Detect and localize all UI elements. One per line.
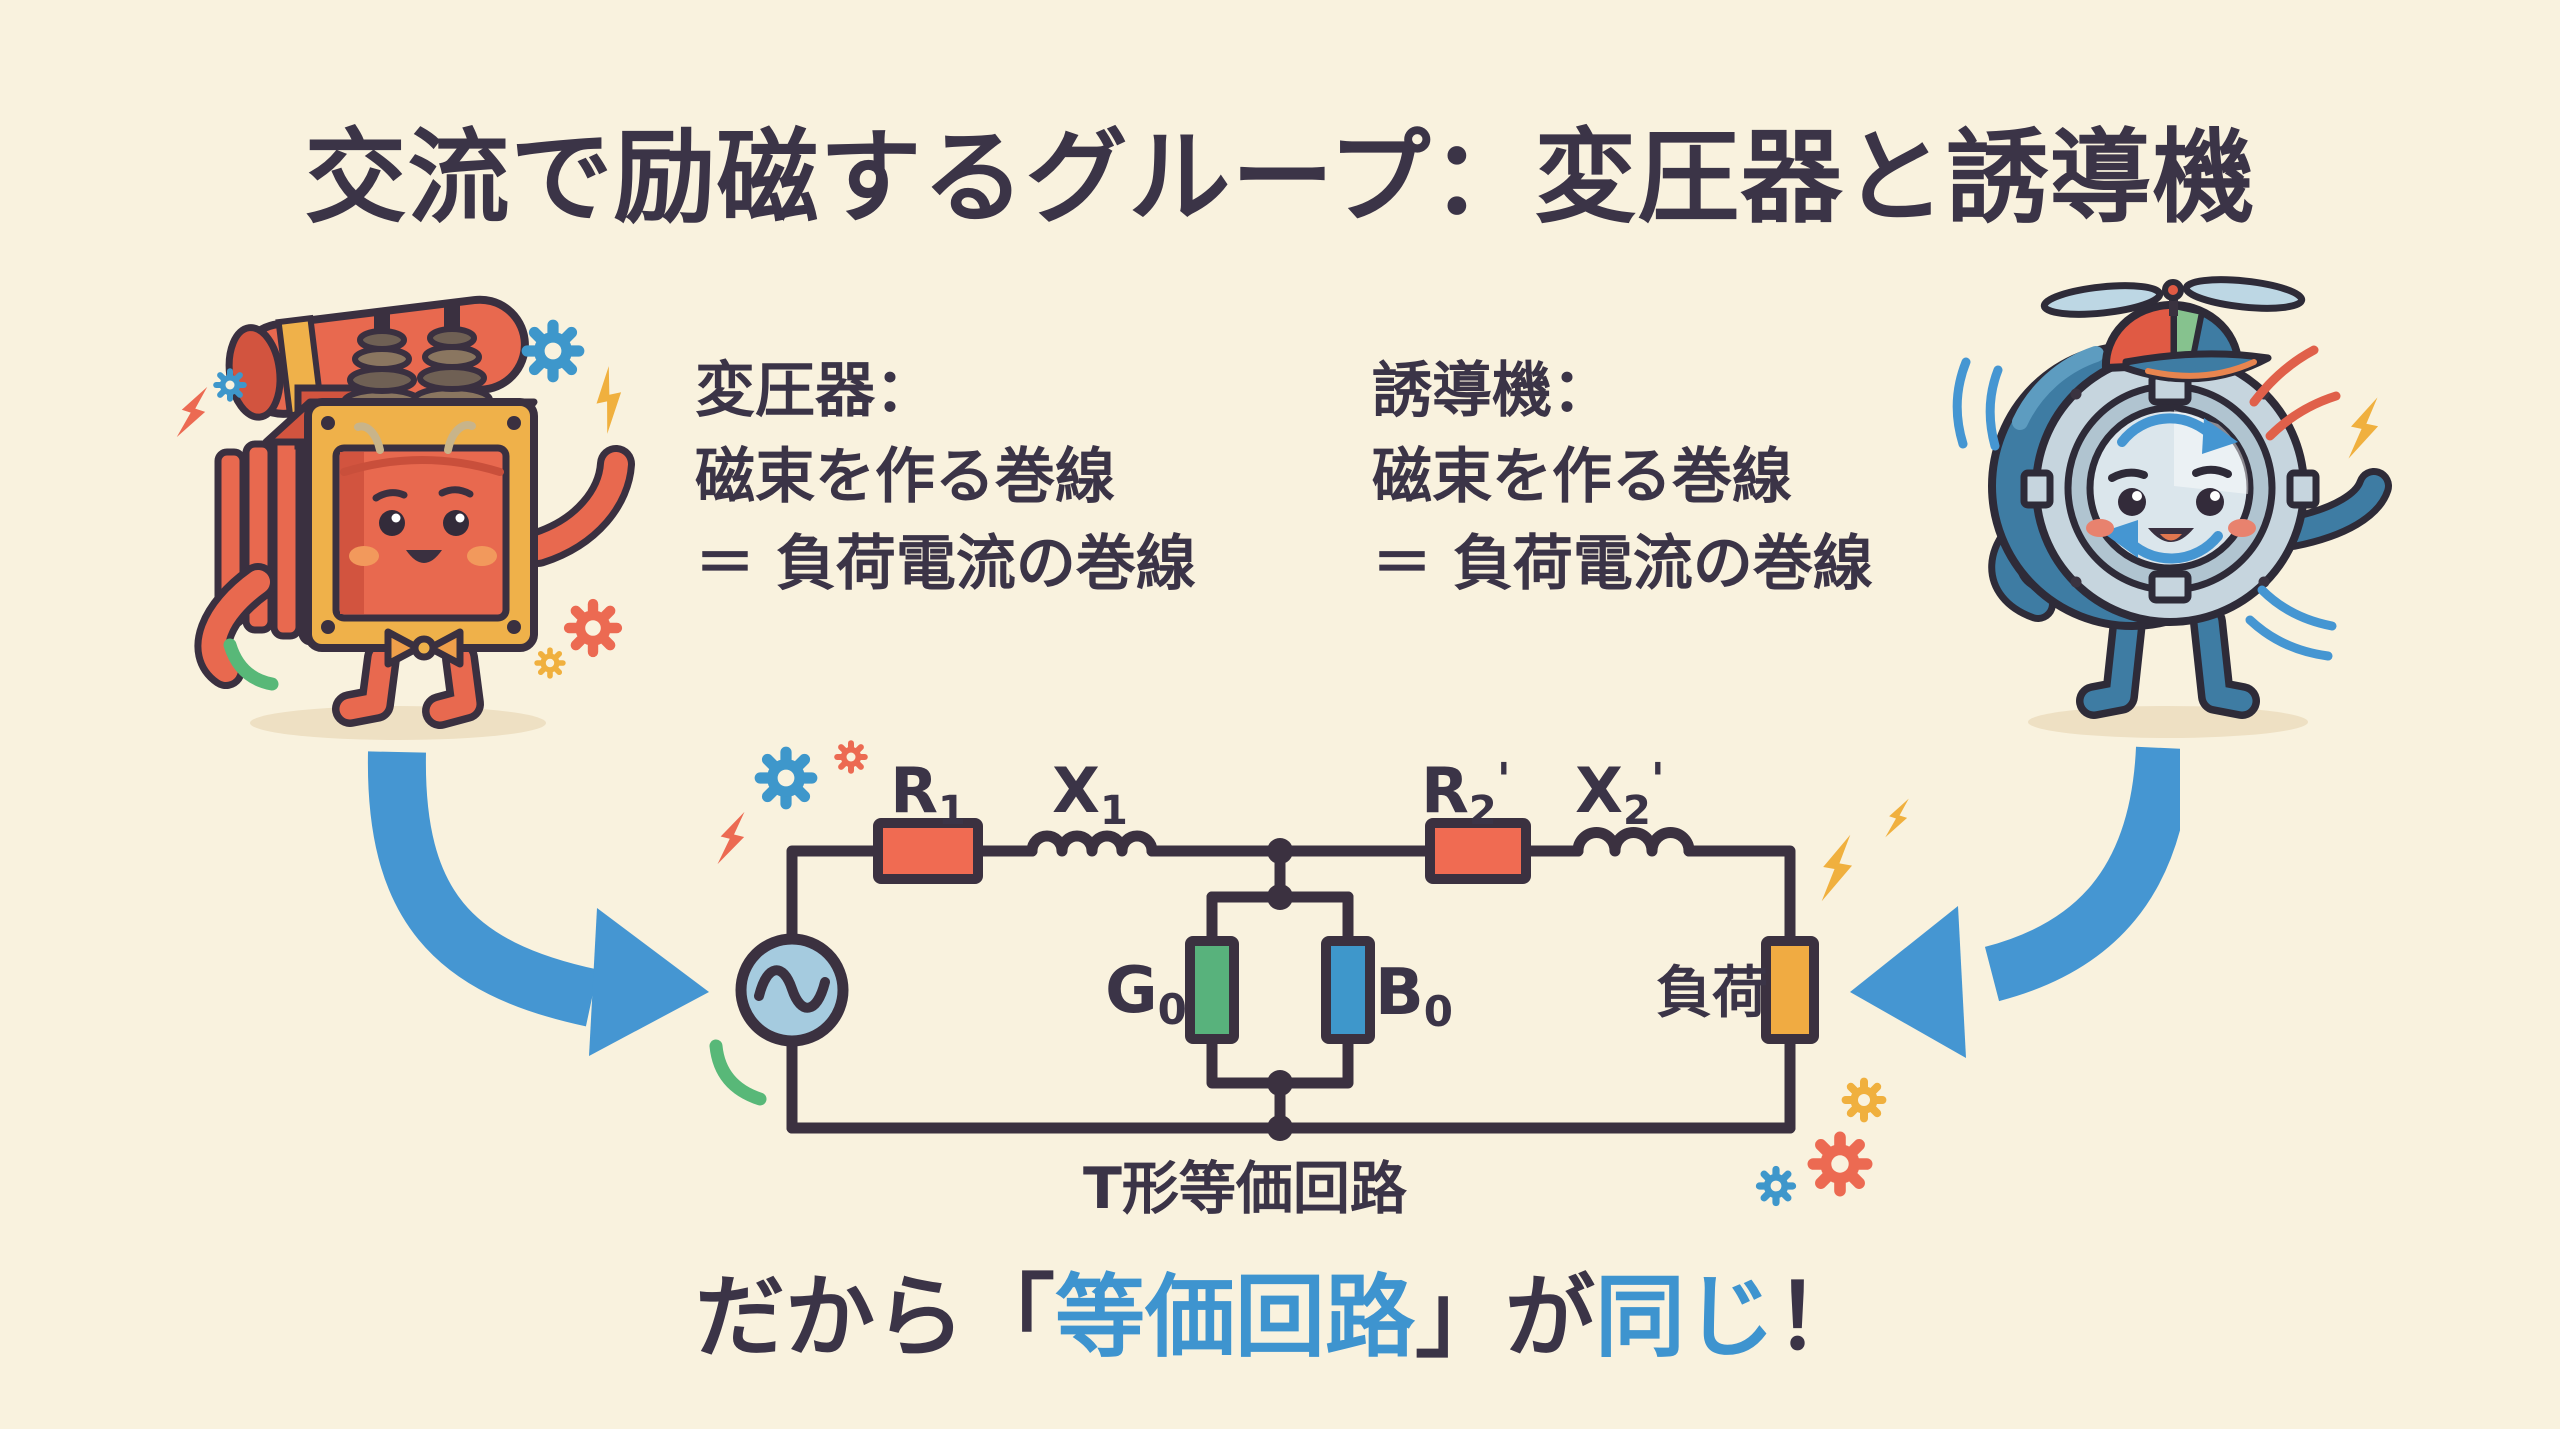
right-curved-arrow-icon bbox=[1850, 746, 2180, 1058]
page-title: 交流で励磁するグループ：変圧器と誘導機 bbox=[304, 119, 2256, 238]
propeller-cap bbox=[2040, 276, 2306, 383]
induction-note-line2: 磁束を作る巻線 bbox=[1372, 442, 1792, 513]
induction-note: 誘導機： 磁束を作る巻線 ＝ 負荷電流の巻線 bbox=[1372, 348, 1873, 607]
label-x1: X1 bbox=[1052, 754, 1128, 834]
legs bbox=[2076, 604, 2260, 719]
susceptance-b0 bbox=[1321, 936, 1375, 1044]
lead-wire-left bbox=[354, 422, 384, 454]
left-curved-arrow-icon bbox=[367, 751, 709, 1056]
bow-tie bbox=[384, 628, 464, 668]
coil-shade bbox=[340, 452, 364, 614]
label-x2: X2' bbox=[1575, 753, 1665, 834]
transformer-note-line3: ＝ 負荷電流の巻線 bbox=[695, 528, 1196, 599]
shadow bbox=[250, 706, 546, 740]
frame-screws bbox=[321, 416, 521, 634]
lead-wire-right bbox=[444, 421, 476, 454]
induction-note-line3: ＝ 負荷電流の巻線 bbox=[1372, 528, 1873, 599]
conductance-g0 bbox=[1185, 936, 1239, 1044]
conclusion-seg-blue: 同じ bbox=[1595, 1265, 1775, 1370]
inductor-x1 bbox=[1026, 830, 1158, 857]
conclusion-seg-dark: 」 bbox=[1415, 1265, 1505, 1370]
coil-curve bbox=[340, 456, 504, 476]
label-r1: R1 bbox=[890, 754, 966, 834]
legs bbox=[332, 640, 484, 729]
conclusion-seg-dark: 「 bbox=[965, 1265, 1055, 1370]
conclusion-text: だから「等価回路」が同じ！ bbox=[0, 1244, 2560, 1374]
circuit-caption: T形等価回路 bbox=[1083, 1156, 1408, 1222]
body-highlight bbox=[2012, 346, 2104, 430]
label-r2: R2' bbox=[1421, 753, 1511, 834]
junction-dots bbox=[1267, 838, 1293, 1141]
face bbox=[2086, 465, 2256, 542]
inductor-x2 bbox=[1572, 827, 1695, 857]
load-resistor bbox=[1761, 936, 1819, 1044]
transformer-note: 変圧器： 磁束を作る巻線 ＝ 負荷電流の巻線 bbox=[695, 348, 1196, 607]
label-b0: B0 bbox=[1375, 956, 1453, 1036]
transformer-note-line2: 磁束を作る巻線 bbox=[695, 442, 1115, 513]
conclusion-seg-dark: ！ bbox=[1775, 1265, 1865, 1370]
label-g0: G0 bbox=[1105, 954, 1187, 1034]
rotation-arrow-icon bbox=[2102, 413, 2238, 564]
resistor-r1 bbox=[873, 818, 983, 884]
conclusion-seg-blue: 等価回路 bbox=[1055, 1265, 1415, 1370]
arms bbox=[194, 445, 635, 689]
conclusion-seg-dark: だから bbox=[695, 1265, 965, 1370]
induction-motor-mascot bbox=[1988, 276, 2392, 738]
label-load: 負荷 bbox=[1656, 961, 1768, 1026]
transformer-mascot bbox=[194, 295, 635, 740]
equivalent-circuit-diagram: R1 X1 R2' X2' G0 B0 負荷 T形等価回路 bbox=[735, 753, 1819, 1222]
induction-note-line1: 誘導機： bbox=[1372, 356, 1612, 426]
ac-source-icon bbox=[735, 933, 849, 1047]
resistor-r2 bbox=[1425, 818, 1531, 884]
transformer-note-line1: 変圧器： bbox=[695, 356, 935, 426]
shadow bbox=[2028, 706, 2308, 738]
conclusion-seg-dark: が bbox=[1505, 1265, 1595, 1370]
face bbox=[349, 486, 497, 566]
